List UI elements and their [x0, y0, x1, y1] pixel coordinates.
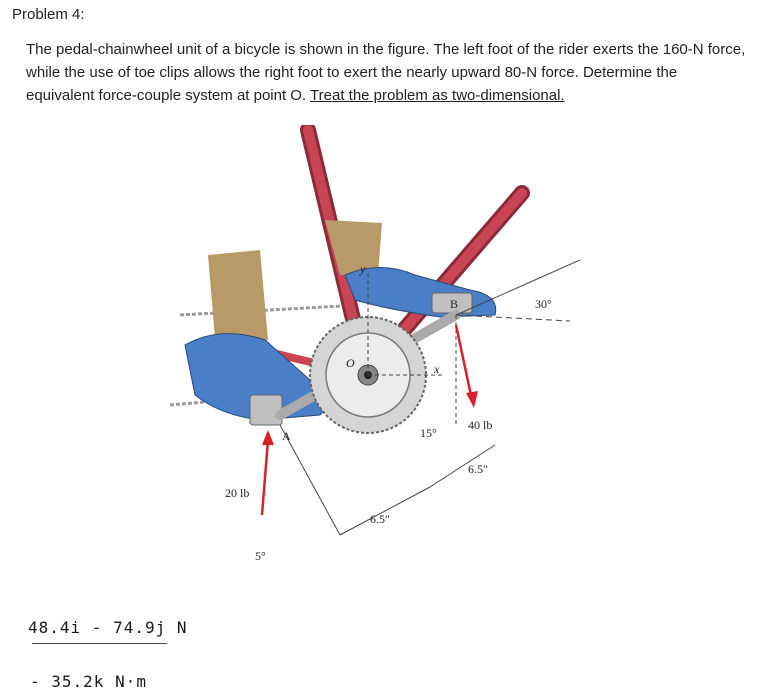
problem-title: Problem 4: [12, 6, 85, 23]
force-40-line-of-action [455, 259, 580, 316]
label-axis-y: y [359, 262, 366, 276]
dim-lower-line [279, 424, 341, 536]
force-20-arrowhead [262, 430, 274, 445]
label-point-o: O [346, 356, 355, 370]
label-dim-upper: 6.5″ [468, 462, 488, 476]
answer-moment: - 35.2k N·m [30, 672, 147, 691]
label-dim-lower: 6.5″ [370, 512, 390, 526]
label-axis-x: x [433, 362, 440, 376]
label-force-20: 20 lb [225, 486, 249, 500]
problem-text-main: The pedal-chainwheel unit of a bicycle i… [26, 41, 746, 104]
problem-statement: The pedal-chainwheel unit of a bicycle i… [26, 38, 746, 107]
dim-lower-line-2 [339, 486, 431, 536]
right-leg [325, 220, 382, 275]
label-force-40: 40 lb [468, 418, 492, 432]
answer-force: 48.4i - 74.9j N [28, 618, 188, 637]
force-40-arrow [454, 324, 474, 401]
left-leg [208, 250, 268, 350]
label-point-a: A [282, 429, 291, 443]
dim-upper-line [429, 444, 496, 488]
b-horizontal-ref [455, 314, 571, 322]
label-point-b: B [450, 297, 458, 311]
answer-divider [32, 643, 167, 644]
force-40-arrowhead [466, 391, 478, 408]
bicycle-pedal-figure: A B O x y 30° 15° 5° 40 lb 20 lb 6.5″ 6.… [169, 125, 580, 563]
problem-text-underlined: Treat the problem as two-dimensional. [310, 87, 565, 104]
pedal-a [249, 394, 283, 426]
label-angle-30: 30° [535, 297, 552, 311]
label-angle-15: 15° [420, 426, 437, 440]
force-20-arrow [260, 439, 270, 516]
label-angle-5: 5° [255, 549, 266, 563]
